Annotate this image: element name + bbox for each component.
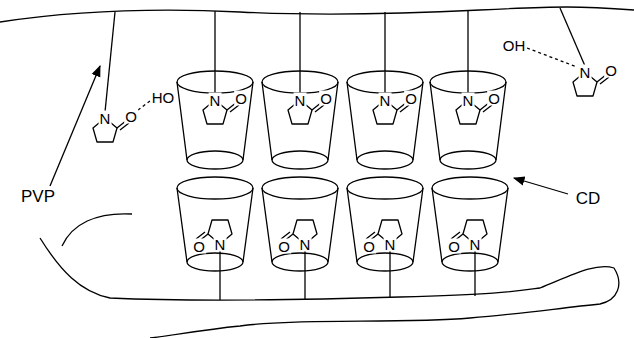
atom-label: N: [579, 65, 592, 80]
leader-arrow: [50, 66, 100, 186]
hydroxyl-label: HO: [151, 90, 176, 105]
atom-label: O: [404, 91, 418, 106]
polymer-chain: [0, 7, 634, 22]
atom-label: N: [384, 237, 397, 252]
atom-label: O: [362, 239, 376, 254]
atom-label: N: [99, 111, 112, 126]
atom-label: N: [299, 237, 312, 252]
atom-label: N: [209, 93, 222, 108]
atom-label: O: [277, 239, 291, 254]
pyrrolidone-ring: [93, 72, 609, 244]
atom-label: N: [294, 93, 307, 108]
polymer-label: PVP: [21, 188, 55, 205]
atom-label: O: [319, 91, 333, 106]
atom-label: N: [214, 237, 227, 252]
hydrogen-bond: [138, 48, 577, 110]
pendant-bond: [105, 8, 585, 112]
cyclodextrin-cup: [177, 71, 506, 169]
polymer-label: CD: [576, 190, 601, 207]
atom-label: O: [234, 91, 248, 106]
atom-label: O: [192, 239, 206, 254]
atom-label: O: [447, 239, 461, 254]
leader-arrow: [514, 178, 568, 194]
polymer-chain: [62, 214, 132, 246]
atom-label: N: [469, 237, 482, 252]
atom-label: N: [462, 93, 475, 108]
atom-label: O: [124, 109, 138, 124]
pendant-bond: [220, 248, 475, 300]
cyclodextrin-cup: [177, 177, 508, 271]
atom-label: N: [379, 93, 392, 108]
atom-label: O: [487, 91, 501, 106]
atom-label: O: [604, 63, 618, 78]
hydroxyl-label: OH: [502, 38, 527, 53]
